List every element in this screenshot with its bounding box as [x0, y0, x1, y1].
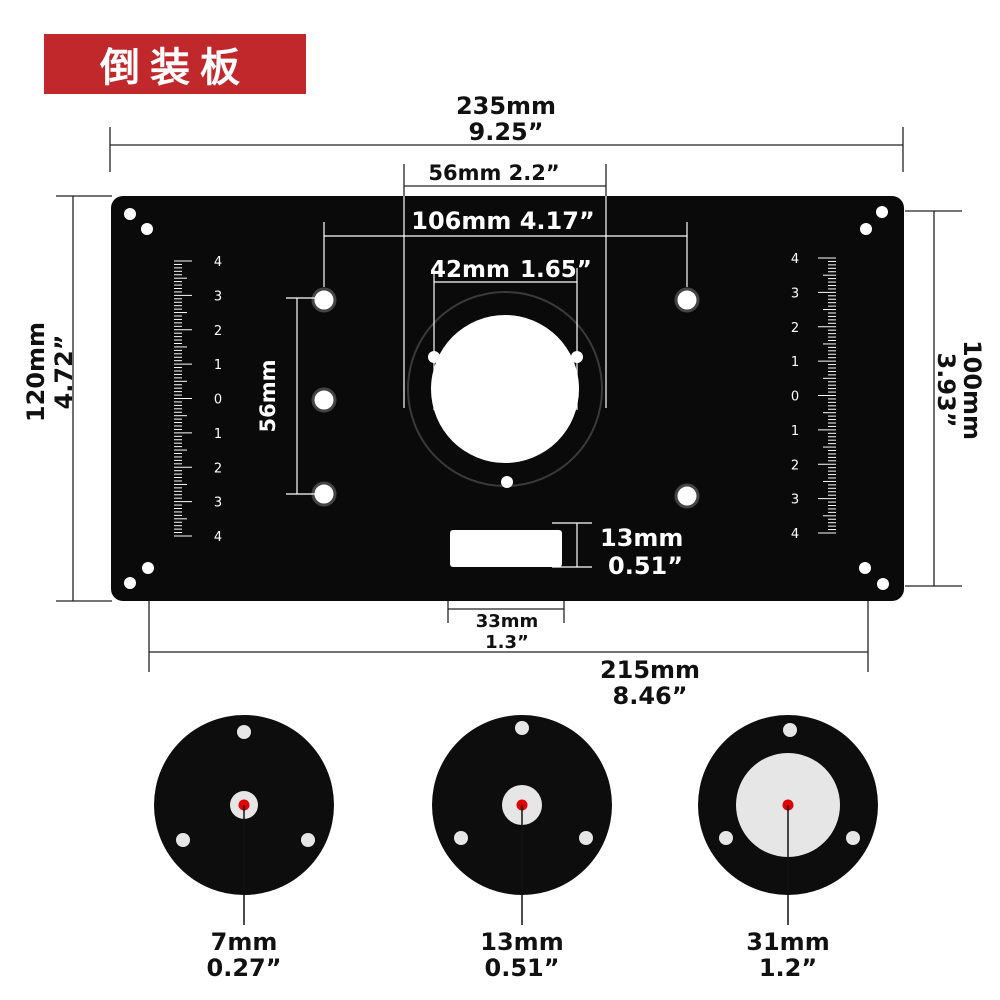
ruler-label: 2: [791, 458, 799, 473]
slot-width-inch: 1.3”: [485, 632, 529, 653]
ruler-label: 2: [214, 324, 222, 339]
corner-hole: [142, 562, 154, 574]
bottom-width-inch: 8.46”: [613, 682, 688, 710]
ruler-label: 4: [791, 252, 799, 267]
chip-slot: [450, 530, 562, 567]
ring-size-inch: 0.27”: [207, 954, 282, 982]
ruler-label: 1: [791, 424, 799, 439]
ring-holes-inch: 1.65”: [520, 257, 592, 283]
ruler-label: 3: [214, 496, 222, 511]
dim-ruler-height: 100mm 3.93”: [905, 210, 986, 587]
mount-hole: [674, 287, 700, 313]
ring-screw-hole: [176, 833, 190, 847]
top-span-label: 56mm 2.2”: [428, 161, 559, 185]
ring-screw-hole: [846, 831, 860, 845]
ring-size-mm: 13mm: [480, 928, 563, 956]
corner-hole: [124, 577, 136, 589]
dim-bottom-width: 215mm 8.46”: [148, 601, 869, 710]
ruler-label: 3: [214, 289, 222, 304]
ruler-right: 4 3 2 1 0 1 2 3 4: [791, 252, 836, 542]
center-opening: [431, 315, 579, 463]
ruler-left: 4 3 2 1 0 1 2 3 4: [174, 255, 222, 545]
corner-hole: [876, 206, 888, 218]
ring-size-mm: 7mm: [211, 928, 278, 956]
ruler-label: 1: [214, 427, 222, 442]
title-text: 倒装板: [100, 45, 250, 91]
ring-size-mm: 31mm: [746, 928, 829, 956]
mount-span-label: 106mm 4.17”: [411, 207, 594, 235]
corner-hole: [141, 223, 153, 235]
dim-overall-width: 235mm 9.25”: [109, 92, 904, 172]
overall-height-inch: 4.72”: [50, 335, 78, 410]
ruler-label: 4: [791, 527, 799, 542]
overall-width-inch: 9.25”: [469, 118, 544, 146]
ring-size-inch: 0.51”: [485, 954, 560, 982]
ruler-label: 4: [214, 255, 222, 270]
ruler-label: 3: [791, 493, 799, 508]
ring-screw-hole: [515, 721, 529, 735]
corner-hole: [859, 562, 871, 574]
ruler-label: 4: [214, 530, 222, 545]
mount-hole: [311, 481, 337, 507]
corner-hole: [860, 223, 872, 235]
title-banner: 倒装板: [44, 34, 306, 94]
overall-height-mm: 120mm: [22, 322, 50, 422]
bottom-width-mm: 215mm: [600, 656, 700, 684]
slot-height-inch: 0.51”: [608, 552, 683, 580]
side-span-label: 56mm: [256, 360, 280, 433]
ruler-height-inch: 3.93”: [932, 353, 960, 428]
ruler-label: 2: [791, 321, 799, 336]
ring-screw-hole: [237, 725, 251, 739]
mount-hole: [674, 483, 700, 509]
mount-hole: [311, 287, 337, 313]
dim-top-span: 56mm 2.2”: [403, 161, 607, 196]
corner-hole: [124, 208, 136, 220]
ruler-label: 0: [214, 393, 222, 408]
ring-screw-hole: [579, 831, 593, 845]
ring-screw-hole: [719, 831, 733, 845]
mount-hole: [311, 387, 337, 413]
dim-slot-width: 33mm 1.3”: [447, 601, 565, 653]
ruler-label: 3: [791, 286, 799, 301]
corner-hole: [877, 578, 889, 590]
ring-screw-hole: [783, 723, 797, 737]
dim-overall-height: 120mm 4.72”: [22, 195, 112, 602]
ring-screw-hole: [454, 831, 468, 845]
slot-height-mm: 13mm: [600, 524, 683, 552]
ring-holes-mm: 42mm: [430, 257, 510, 283]
router-plate: 106mm 4.17” 42mm 1.65” 56mm 13mm 0.51” 4…: [111, 196, 904, 601]
slot-width-mm: 33mm: [476, 611, 539, 632]
ruler-label: 1: [791, 355, 799, 370]
ruler-label: 2: [214, 461, 222, 476]
ring-screw-hole: [501, 476, 513, 488]
overall-width-mm: 235mm: [456, 92, 556, 120]
ruler-height-mm: 100mm: [958, 340, 986, 440]
ruler-label: 0: [791, 390, 799, 405]
ring-screw-hole: [301, 833, 315, 847]
ring-size-inch: 1.2”: [759, 954, 817, 982]
ruler-label: 1: [214, 358, 222, 373]
